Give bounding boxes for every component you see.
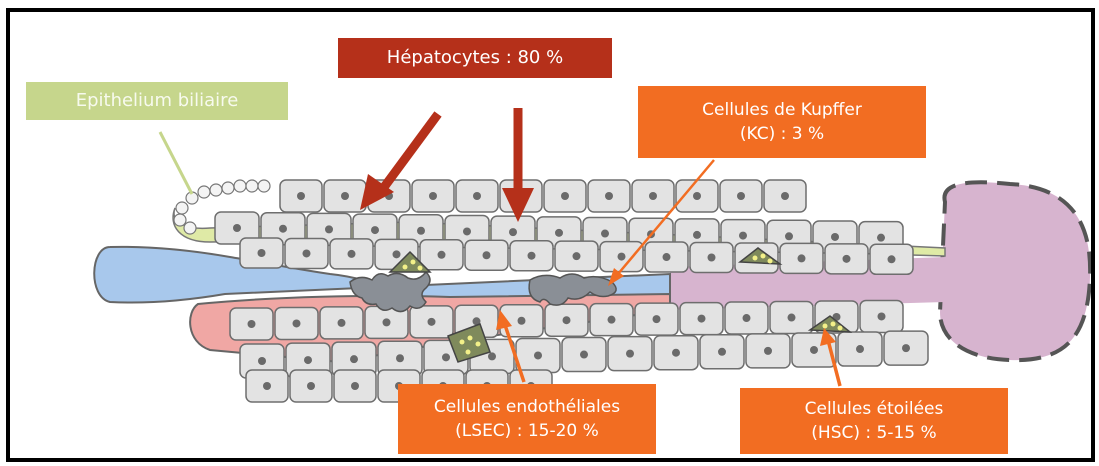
hepatocyte-nucleus <box>739 232 747 240</box>
hepatocyte-nucleus <box>341 192 349 200</box>
hepatocyte-nucleus <box>573 252 581 260</box>
hepatocyte-nucleus <box>672 349 680 357</box>
label-kupffer: Cellules de Kupffer (KC) : 3 % <box>638 86 926 158</box>
hepatocyte-nucleus <box>788 314 796 322</box>
hepatocyte-nucleus <box>429 192 437 200</box>
hepatocyte-nucleus <box>605 192 613 200</box>
hepatocyte-nucleus <box>698 315 706 323</box>
hepatocyte-nucleus <box>653 315 661 323</box>
kupffer-line2: (KC) : 3 % <box>740 122 824 146</box>
hepatocyte-nucleus <box>626 350 634 358</box>
hepatocyte-nucleus <box>798 254 806 262</box>
hepatocyte-nucleus <box>785 232 793 240</box>
hepatocyte-nucleus <box>555 229 563 237</box>
hepatocyte-nucleus <box>764 347 772 355</box>
hepatocyte-nucleus <box>649 192 657 200</box>
hepatocyte-nucleus <box>417 227 425 235</box>
hepatocyte-nucleus <box>534 351 542 359</box>
hepatocytes-text: Hépatocytes : 80 % <box>387 46 563 70</box>
hepatocyte-nucleus <box>263 382 271 390</box>
central-vein <box>940 182 1090 360</box>
hepatocyte-nucleus <box>843 255 851 263</box>
hepatocyte-nucleus <box>383 318 391 326</box>
hepatocyte-nucleus <box>307 382 315 390</box>
hepatocyte-nucleus <box>338 319 346 327</box>
hepatocyte-nucleus <box>888 255 896 263</box>
hepatocyte-nucleus <box>708 254 716 262</box>
label-lsec: Cellules endothéliales (LSEC) : 15-20 % <box>398 384 656 454</box>
hepatocyte-nucleus <box>509 228 517 236</box>
hsc-line2: (HSC) : 5-15 % <box>811 421 936 445</box>
hepatocyte-nucleus <box>718 348 726 356</box>
label-hsc: Cellules étoilées (HSC) : 5-15 % <box>740 388 1008 454</box>
hepatocyte-nucleus <box>743 314 751 322</box>
hepatocyte-nucleus <box>528 252 536 260</box>
hepatocyte-nucleus <box>878 312 886 320</box>
hepatocyte-nucleus <box>293 319 301 327</box>
hepatocyte-nucleus <box>248 320 256 328</box>
hepatocyte-nucleus <box>737 192 745 200</box>
kupffer-line1: Cellules de Kupffer <box>702 98 862 122</box>
hepatocyte-nucleus <box>518 317 526 325</box>
hepatocyte-nucleus <box>781 192 789 200</box>
hepatocyte-nucleus <box>877 234 885 242</box>
hepatocyte-nucleus <box>561 192 569 200</box>
hepatocyte-nucleus <box>351 382 359 390</box>
lsec-line1: Cellules endothéliales <box>434 395 620 419</box>
hepatocyte-nucleus <box>303 249 311 257</box>
hepatocyte-nucleus <box>693 192 701 200</box>
hepatocyte-nucleus <box>856 345 864 353</box>
hepatocyte-nucleus <box>463 227 471 235</box>
lsec-line2: (LSEC) : 15-20 % <box>455 419 599 443</box>
hepatocyte-nucleus <box>304 356 312 364</box>
diagram-frame: Hépatocytes : 80 % Epithelium biliaire C… <box>6 8 1095 462</box>
hepatocyte-nucleus <box>442 353 450 361</box>
hepatocyte-nucleus <box>428 318 436 326</box>
hepatocyte-nucleus <box>601 230 609 238</box>
hepatocyte-nucleus <box>325 225 333 233</box>
hepatocyte-nucleus <box>831 233 839 241</box>
hepatocyte-nucleus <box>902 344 910 352</box>
hepatocyte-nucleus <box>618 253 626 261</box>
hepatocyte-nucleus <box>371 226 379 234</box>
hepatocyte-nucleus <box>348 250 356 258</box>
epithelium-pointer-line <box>160 132 192 194</box>
hepatocyte-nucleus <box>810 346 818 354</box>
hepatocyte-nucleus <box>396 354 404 362</box>
label-hepatocytes: Hépatocytes : 80 % <box>338 38 612 78</box>
hepatocyte-nucleus <box>488 352 496 360</box>
hepatocyte-nucleus <box>258 357 266 365</box>
hepatocyte-nucleus <box>693 231 701 239</box>
hepatocyte-nucleus <box>563 316 571 324</box>
hepatocyte-nucleus <box>279 225 287 233</box>
hepatocyte-nucleus <box>580 351 588 359</box>
hsc-line1: Cellules étoilées <box>805 397 944 421</box>
hepatocyte-nucleus <box>663 253 671 261</box>
hepatocyte-nucleus <box>438 251 446 259</box>
hepatocyte-nucleus <box>608 316 616 324</box>
hepatocyte-nucleus <box>393 250 401 258</box>
hepatocyte-nucleus <box>473 192 481 200</box>
hepatocyte-nucleus <box>297 192 305 200</box>
hepatocyte-nucleus <box>483 251 491 259</box>
hepatocyte-nucleus <box>258 249 266 257</box>
epithelium-text: Epithelium biliaire <box>76 89 239 113</box>
label-epithelium-biliaire: Epithelium biliaire <box>26 82 288 120</box>
hepatocyte-nucleus <box>350 355 358 363</box>
hepatocyte-nucleus <box>233 224 241 232</box>
